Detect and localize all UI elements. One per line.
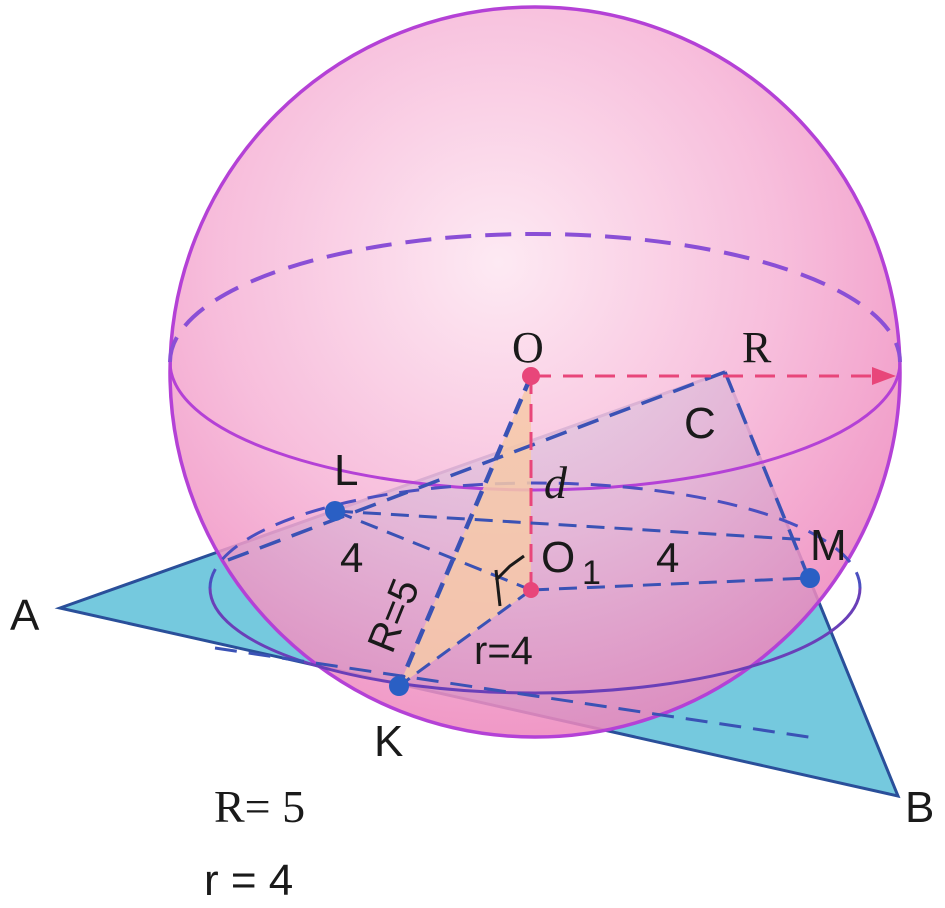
point-k xyxy=(389,676,409,696)
label-l: L xyxy=(334,446,358,495)
label-m: M xyxy=(810,521,847,570)
label-small-radius: r=4 xyxy=(474,629,533,673)
point-o xyxy=(522,367,540,385)
point-o1 xyxy=(523,582,539,598)
label-r: R xyxy=(742,323,772,372)
given-big-radius: R= 5 xyxy=(214,781,305,832)
incircle-front xyxy=(208,587,862,695)
segment-ok xyxy=(396,375,534,687)
equator-back-dashed xyxy=(168,232,902,363)
label-k: K xyxy=(374,717,403,766)
incircle-back-dashed xyxy=(208,481,862,589)
right-angle-marker xyxy=(494,554,525,582)
equator-front xyxy=(168,361,902,492)
label-b: B xyxy=(905,783,934,832)
right-angle-marker-2 xyxy=(494,569,502,607)
point-m xyxy=(800,568,820,588)
label-d: d xyxy=(544,457,568,508)
segment-o1k xyxy=(398,588,532,688)
given-small-radius: r = 4 xyxy=(204,856,293,905)
label-c: C xyxy=(684,399,716,448)
label-o1-sub: 1 xyxy=(582,554,601,592)
segment-o1m xyxy=(530,576,811,592)
label-o1: O xyxy=(541,533,575,582)
label-right-tangent: 4 xyxy=(656,534,679,581)
side-cb-dashed xyxy=(723,371,814,587)
point-l xyxy=(325,501,345,521)
radius-arrowhead xyxy=(872,367,896,385)
label-left-tangent: 4 xyxy=(340,534,363,581)
side-ac-dashed xyxy=(227,370,726,562)
label-a: A xyxy=(10,591,40,640)
chord-lm xyxy=(334,509,811,542)
label-o: O xyxy=(512,323,544,372)
